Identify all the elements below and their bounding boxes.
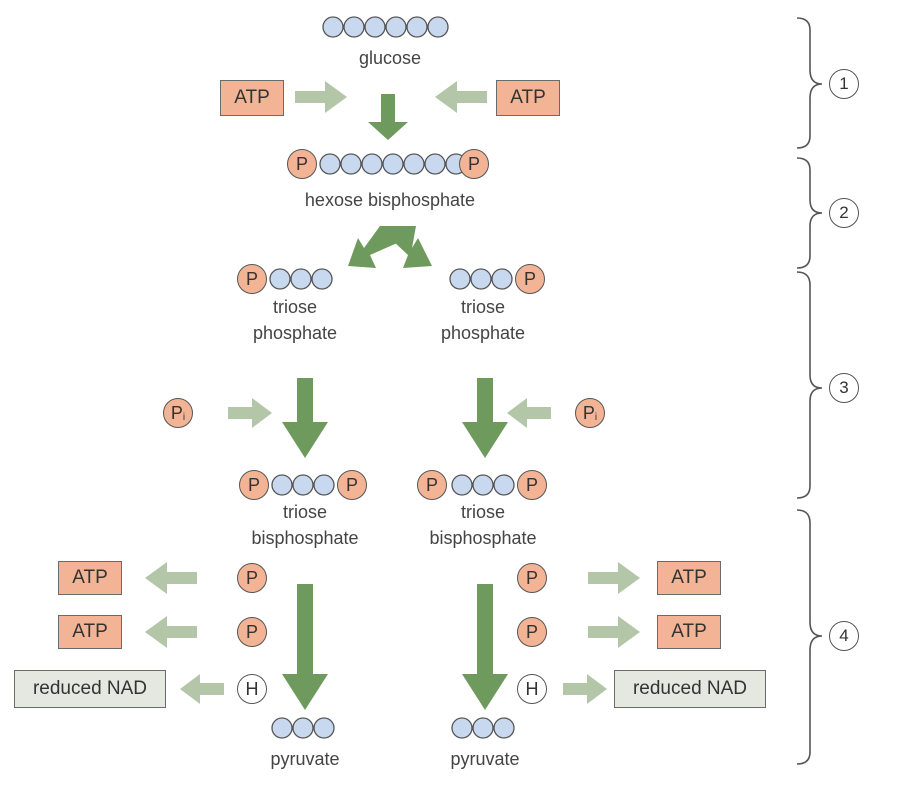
arrow-nad-out-right (563, 674, 607, 704)
phosphate-tbp-left-a: P (239, 470, 269, 500)
arrow-glucose-to-hexose (368, 94, 408, 140)
pi-left-sub: i (182, 411, 186, 423)
phosphate-tbp-right-b: P (517, 470, 547, 500)
stage-braces (796, 17, 823, 765)
label-glucose: glucose (358, 48, 422, 68)
atp-box-left-2: ATP (58, 615, 122, 649)
label-triose-bisphosphate-right-2: bisphosphate (429, 528, 537, 548)
phosphate-out-right-2: P (517, 617, 547, 647)
atp-box-stage1-right: ATP (496, 80, 560, 116)
triose-phosphate-left-chain (269, 268, 333, 290)
glucose-chain (322, 16, 449, 38)
arrow-pi-in-left (228, 398, 272, 428)
reduced-nad-box-right: reduced NAD (614, 670, 766, 708)
arrow-atp-in-left (295, 81, 347, 113)
phosphate-triose-left: P (237, 264, 267, 294)
stage-4-marker: 4 (829, 621, 859, 651)
arrow-atp-out-right-2 (588, 616, 640, 648)
pi-right-sub: i (594, 411, 598, 423)
label-triose-phosphate-left-1: triose (272, 297, 317, 317)
label-pyruvate-left: pyruvate (270, 749, 340, 769)
pi-right-label: P (582, 402, 595, 423)
label-triose-bisphosphate-left-1: triose (282, 502, 327, 522)
phosphate-out-left-2: P (237, 617, 267, 647)
pi-left-label: P (170, 402, 183, 423)
label-triose-bisphosphate-left-2: bisphosphate (251, 528, 359, 548)
label-triose-bisphosphate-right-1: triose (460, 502, 505, 522)
triose-bisphosphate-right-chain (451, 474, 515, 496)
stage-1-marker: 1 (829, 69, 859, 99)
atp-box-right-1: ATP (657, 561, 721, 595)
atp-box-right-2: ATP (657, 615, 721, 649)
arrow-to-pyruvate-right (462, 584, 508, 710)
arrow-to-pyruvate-left (282, 584, 328, 710)
arrow-atp-out-right-1 (588, 562, 640, 594)
label-triose-phosphate-right-2: phosphate (440, 323, 526, 343)
pyruvate-right-chain (451, 717, 515, 739)
phosphate-hexose-left: P (287, 149, 317, 179)
triose-phosphate-right-chain (449, 268, 513, 290)
triose-bisphosphate-left-chain (271, 474, 335, 496)
split-arrow (348, 226, 432, 268)
label-pyruvate-right: pyruvate (450, 749, 520, 769)
arrow-pi-in-right (507, 398, 551, 428)
hexose-chain (319, 153, 467, 175)
label-triose-phosphate-left-2: phosphate (252, 323, 338, 343)
phosphate-hexose-right: P (459, 149, 489, 179)
phosphate-out-left-1: P (237, 563, 267, 593)
stage-3-marker: 3 (829, 373, 859, 403)
phosphate-tbp-right-a: P (417, 470, 447, 500)
arrow-nad-out-left (180, 674, 224, 704)
atp-box-stage1-left: ATP (220, 80, 284, 116)
phosphate-out-right-1: P (517, 563, 547, 593)
stage-2-marker: 2 (829, 198, 859, 228)
phosphate-triose-right: P (515, 264, 545, 294)
label-hexose-bisphosphate: hexose bisphosphate (304, 190, 476, 210)
atp-box-left-1: ATP (58, 561, 122, 595)
label-triose-phosphate-right-1: triose (460, 297, 505, 317)
arrow-atp-in-right (435, 81, 487, 113)
arrow-to-triose-bisphosphate-right (462, 378, 508, 458)
phosphate-tbp-left-b: P (337, 470, 367, 500)
arrow-atp-out-left-1 (145, 562, 197, 594)
reduced-nad-box-left: reduced NAD (14, 670, 166, 708)
arrow-atp-out-left-2 (145, 616, 197, 648)
hydrogen-left: H (237, 674, 267, 704)
pyruvate-left-chain (271, 717, 335, 739)
arrow-to-triose-bisphosphate-left (282, 378, 328, 458)
hydrogen-right: H (517, 674, 547, 704)
